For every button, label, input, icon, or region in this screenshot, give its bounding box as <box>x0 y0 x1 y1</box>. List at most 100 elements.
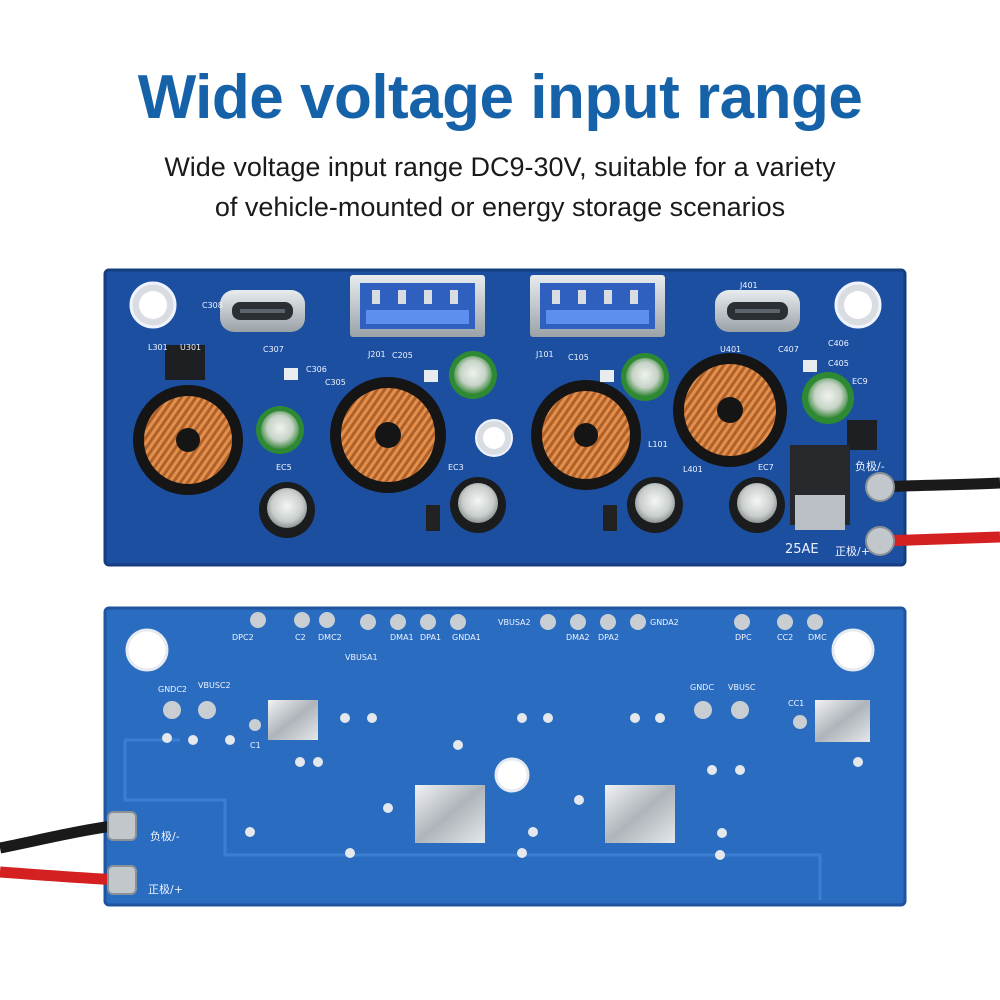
capacitor-green <box>449 351 497 399</box>
pad-label: VBUSC <box>728 683 756 692</box>
capacitor-black <box>729 477 785 533</box>
pad-label: GNDA1 <box>452 633 481 642</box>
pad-label: C2 <box>295 633 306 642</box>
ref-label: C305 <box>325 378 346 387</box>
ref-label: C306 <box>306 365 327 374</box>
ref-label: J101 <box>535 350 554 359</box>
ref-label: EC9 <box>852 377 868 386</box>
pad-label: CC1 <box>788 699 804 708</box>
ref-label: U301 <box>180 343 201 352</box>
ref-label: C105 <box>568 353 589 362</box>
ic-chip <box>847 420 877 450</box>
power-terminal-wires <box>0 811 137 895</box>
pad-label: DPA1 <box>420 633 441 642</box>
capacitor-black <box>450 477 506 533</box>
solder-pad <box>793 715 807 729</box>
solder-pad <box>731 701 749 719</box>
capacitor-green <box>621 353 669 401</box>
usb-c-port <box>715 290 800 332</box>
pad-label: DPA2 <box>598 633 619 642</box>
capacitor-black <box>627 477 683 533</box>
neg-terminal-label: 负极/- <box>855 459 885 473</box>
usb-c-port <box>220 290 305 332</box>
capacitor-black <box>259 482 315 538</box>
solder-pad <box>250 612 266 628</box>
neg-terminal-label: 负极/- <box>150 829 180 843</box>
solder-pad <box>360 614 376 630</box>
solder-pad <box>198 701 216 719</box>
solder-pad <box>420 614 436 630</box>
ref-label: EC7 <box>758 463 774 472</box>
ref-label: U401 <box>720 345 741 354</box>
ref-label: L401 <box>683 465 703 474</box>
diode-component <box>790 445 850 530</box>
usb-a-port <box>350 275 485 337</box>
solder-pad <box>415 785 485 843</box>
ref-label: EC5 <box>276 463 292 472</box>
toroid-inductor <box>673 353 787 467</box>
ic-chip <box>165 345 205 380</box>
pad-label: DPC <box>735 633 752 642</box>
pad-label: VBUSC2 <box>198 681 231 690</box>
pad-label: DMA2 <box>566 633 590 642</box>
solder-pad <box>268 700 318 740</box>
pad-label: VBUSA2 <box>498 618 531 627</box>
smd-component <box>803 360 817 372</box>
capacitor-green <box>256 406 304 454</box>
pad-label: C1 <box>250 741 261 750</box>
pad-label: DPC2 <box>232 633 254 642</box>
ref-label: C205 <box>392 351 413 360</box>
pad-label: CC2 <box>777 633 793 642</box>
page-title: Wide voltage input range <box>137 63 863 132</box>
usb-a-port <box>530 275 665 337</box>
pad-label: GNDC2 <box>158 685 187 694</box>
capacitor-green <box>802 372 854 424</box>
pad-label: VBUSA1 <box>345 653 378 662</box>
ref-label: EC3 <box>448 463 464 472</box>
ref-label: C307 <box>263 345 284 354</box>
solder-pad <box>249 719 261 731</box>
toroid-inductor <box>330 377 446 493</box>
ref-label: L301 <box>148 343 168 352</box>
ref-label: J201 <box>367 350 386 359</box>
toroid-inductor <box>531 380 641 490</box>
top-pcb-board: 25AE 负极/- 正极/+ C308 U301 L301 C307 C306 … <box>103 268 907 567</box>
solder-pad <box>694 701 712 719</box>
power-terminal-wires <box>865 472 1000 556</box>
ref-label: C407 <box>778 345 799 354</box>
solder-pad <box>734 614 750 630</box>
ref-label: C405 <box>828 359 849 368</box>
smd-component <box>600 370 614 382</box>
ref-label: L101 <box>648 440 668 449</box>
smd-component <box>284 368 298 380</box>
smd-component <box>424 370 438 382</box>
solder-pad <box>807 614 823 630</box>
solder-pad <box>163 701 181 719</box>
solder-pad <box>815 700 870 742</box>
pad-label: GNDA2 <box>650 618 679 627</box>
subtitle-line-2: of vehicle-mounted or energy storage sce… <box>214 192 786 222</box>
solder-pad <box>390 614 406 630</box>
solder-pad <box>570 614 586 630</box>
ref-label: C308 <box>202 301 223 310</box>
toroid-inductor <box>133 385 243 495</box>
solder-pad <box>630 614 646 630</box>
solder-pad <box>540 614 556 630</box>
solder-pad <box>294 612 310 628</box>
subtitle-line-1: Wide voltage input range DC9-30V, suitab… <box>164 152 836 182</box>
pos-terminal-label: 正极/+ <box>835 544 870 558</box>
solder-pad <box>450 614 466 630</box>
ref-label: C406 <box>828 339 849 348</box>
solder-pad <box>605 785 675 843</box>
solder-pad <box>777 614 793 630</box>
solder-pad <box>600 614 616 630</box>
pad-label: GNDC <box>690 683 714 692</box>
smd-component <box>426 505 440 531</box>
bottom-pcb-board: DPC2 C2 DMC2 VBUSA1 DMA1 DPA1 GNDA1 VBUS… <box>103 606 907 907</box>
pad-label: DMC2 <box>318 633 342 642</box>
ref-label: J401 <box>739 281 758 290</box>
pad-label: DMC <box>808 633 827 642</box>
smd-component <box>603 505 617 531</box>
pad-label: DMA1 <box>390 633 414 642</box>
